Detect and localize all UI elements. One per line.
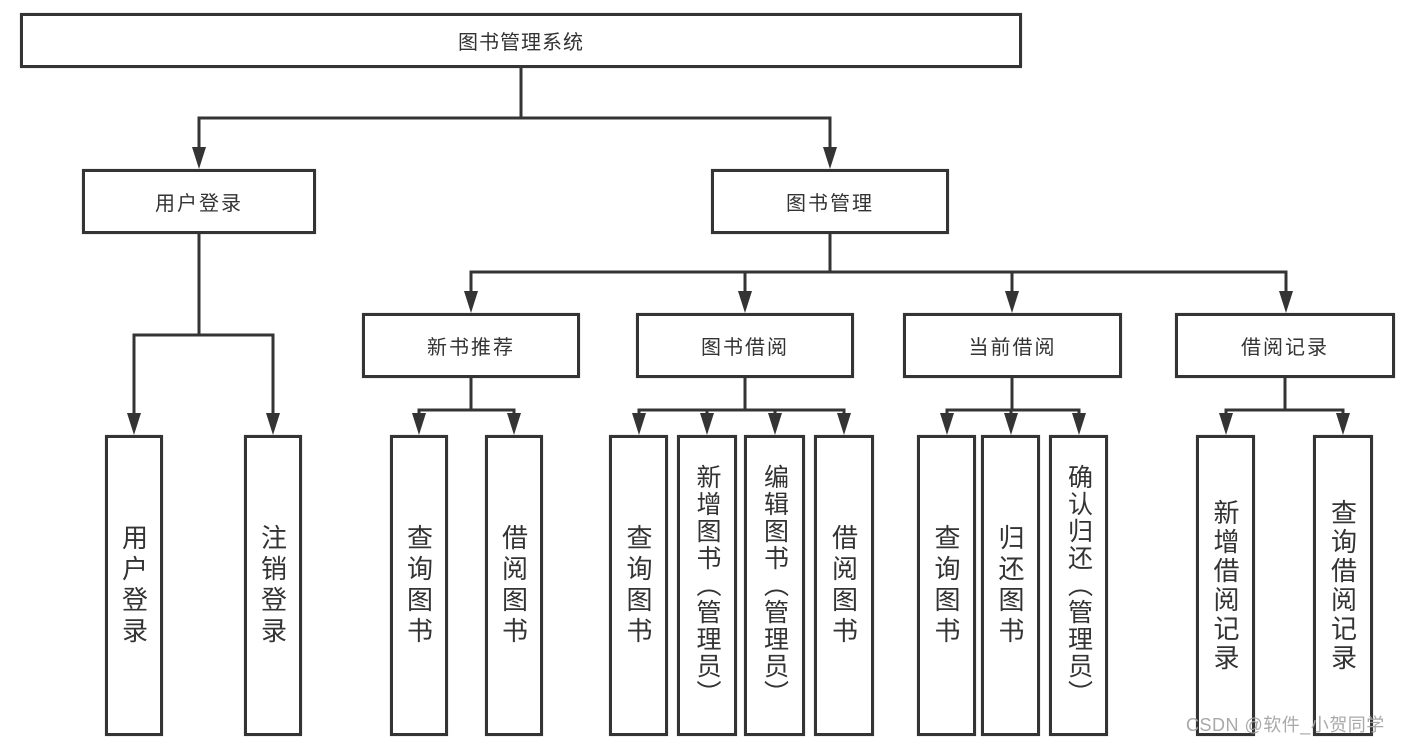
leaf-borrow-books: 借阅图书 [814, 435, 874, 736]
leaf-edit-books-admin-label: 编辑图书（管理员） [760, 464, 789, 707]
node-borrowing-records-label: 借阅记录 [1241, 337, 1329, 359]
node-user-login-label: 用户登录 [155, 193, 243, 215]
leaf-add-books-admin: 新增图书（管理员） [677, 435, 737, 736]
node-new-book-recommend: 新书推荐 [362, 313, 580, 378]
watermark: CSDN @软件_小贺同学 [1186, 715, 1385, 735]
leaf-logout: 注销登录 [244, 435, 302, 736]
node-book-management: 图书管理 [711, 169, 949, 234]
leaf-query-borrow-record-label: 查询借阅记录 [1327, 498, 1358, 673]
node-current-borrowing-label: 当前借阅 [968, 337, 1057, 359]
node-book-borrowing: 图书借阅 [636, 313, 854, 378]
leaf-user-login: 用户登录 [105, 435, 163, 736]
node-new-book-recommend-label: 新书推荐 [427, 337, 515, 359]
node-library-management-system: 图书管理系统 [20, 13, 1022, 68]
leaf-query-books-current: 查询图书 [917, 435, 976, 736]
node-user-login: 用户登录 [82, 169, 316, 234]
leaf-borrow-books-recommend-label: 借阅图书 [498, 523, 529, 648]
leaf-user-login-label: 用户登录 [118, 523, 149, 648]
leaf-borrow-books-recommend: 借阅图书 [485, 435, 543, 736]
leaf-query-books-borrowing: 查询图书 [609, 435, 668, 736]
node-library-management-system-label: 图书管理系统 [458, 32, 584, 54]
leaf-query-books-recommend-label: 查询图书 [403, 523, 434, 648]
leaf-confirm-return-admin-label: 确认归还（管理员） [1064, 464, 1093, 707]
node-borrowing-records: 借阅记录 [1175, 313, 1395, 378]
leaf-query-books-current-label: 查询图书 [931, 523, 961, 648]
leaf-return-books-label: 归还图书 [995, 523, 1025, 648]
node-current-borrowing: 当前借阅 [903, 313, 1122, 378]
leaf-query-books-borrowing-label: 查询图书 [623, 523, 653, 648]
leaf-borrow-books-label: 借阅图书 [828, 523, 859, 648]
leaf-add-borrow-record: 新增借阅记录 [1196, 435, 1255, 736]
node-book-borrowing-label: 图书借阅 [701, 337, 789, 359]
node-book-management-label: 图书管理 [786, 193, 874, 215]
leaf-logout-label: 注销登录 [257, 523, 288, 648]
leaf-return-books: 归还图书 [981, 435, 1040, 736]
leaf-add-books-admin-label: 新增图书（管理员） [693, 464, 721, 707]
leaf-edit-books-admin: 编辑图书（管理员） [744, 435, 805, 736]
leaf-query-borrow-record: 查询借阅记录 [1313, 435, 1373, 736]
leaf-add-borrow-record-label: 新增借阅记录 [1210, 498, 1240, 673]
leaf-query-books-recommend: 查询图书 [390, 435, 448, 736]
arrowheads [127, 147, 1350, 435]
leaf-confirm-return-admin: 确认归还（管理员） [1049, 435, 1108, 736]
